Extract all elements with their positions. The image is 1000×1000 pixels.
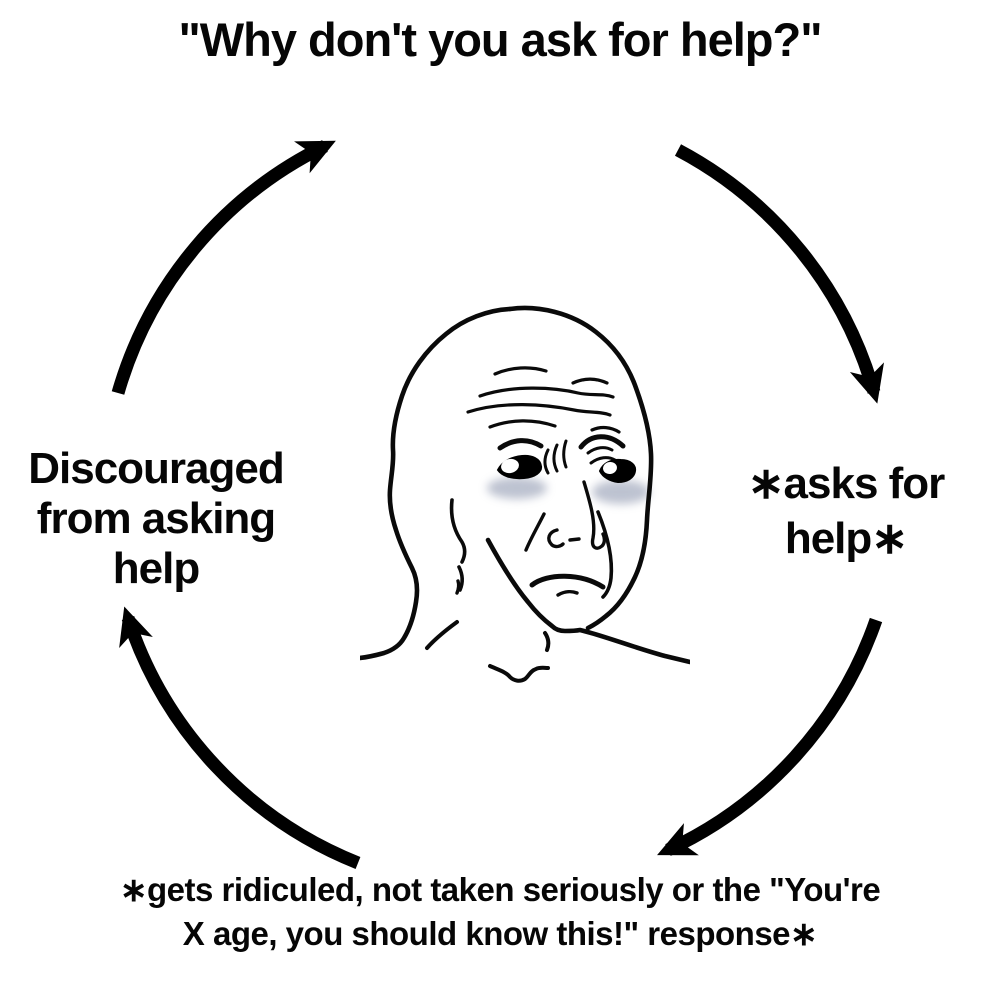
bottom-caption-line: X age, you should know this!" response∗ xyxy=(182,915,818,952)
bottom-caption-line: ∗gets ridiculed, not taken seriously or … xyxy=(119,871,881,908)
left-step-label: Discouraged from asking help xyxy=(0,444,312,594)
right-step-label: ∗asks for help∗ xyxy=(688,456,1000,566)
arrow-left-to-top-icon xyxy=(111,140,336,395)
left-step-line: help xyxy=(112,544,200,593)
under-eye-shadow-right xyxy=(592,480,650,504)
bottom-caption: ∗gets ridiculed, not taken seriously or … xyxy=(0,868,1000,956)
left-step-line: Discouraged xyxy=(28,444,285,493)
sad-wojak-face xyxy=(360,305,690,683)
arrow-top-to-right-icon xyxy=(674,144,885,404)
arrow-bottom-to-left-icon xyxy=(119,606,361,870)
right-step-line: ∗asks for xyxy=(747,459,946,508)
left-eye-highlight xyxy=(501,458,519,474)
left-step-line: from asking xyxy=(36,494,276,543)
top-caption: "Why don't you ask for help?" xyxy=(178,13,823,66)
arrow-right-to-bottom-icon xyxy=(657,617,883,856)
right-step-line: help∗ xyxy=(784,514,908,563)
under-eye-shadow-left xyxy=(487,477,547,499)
right-eye-highlight xyxy=(603,461,617,475)
